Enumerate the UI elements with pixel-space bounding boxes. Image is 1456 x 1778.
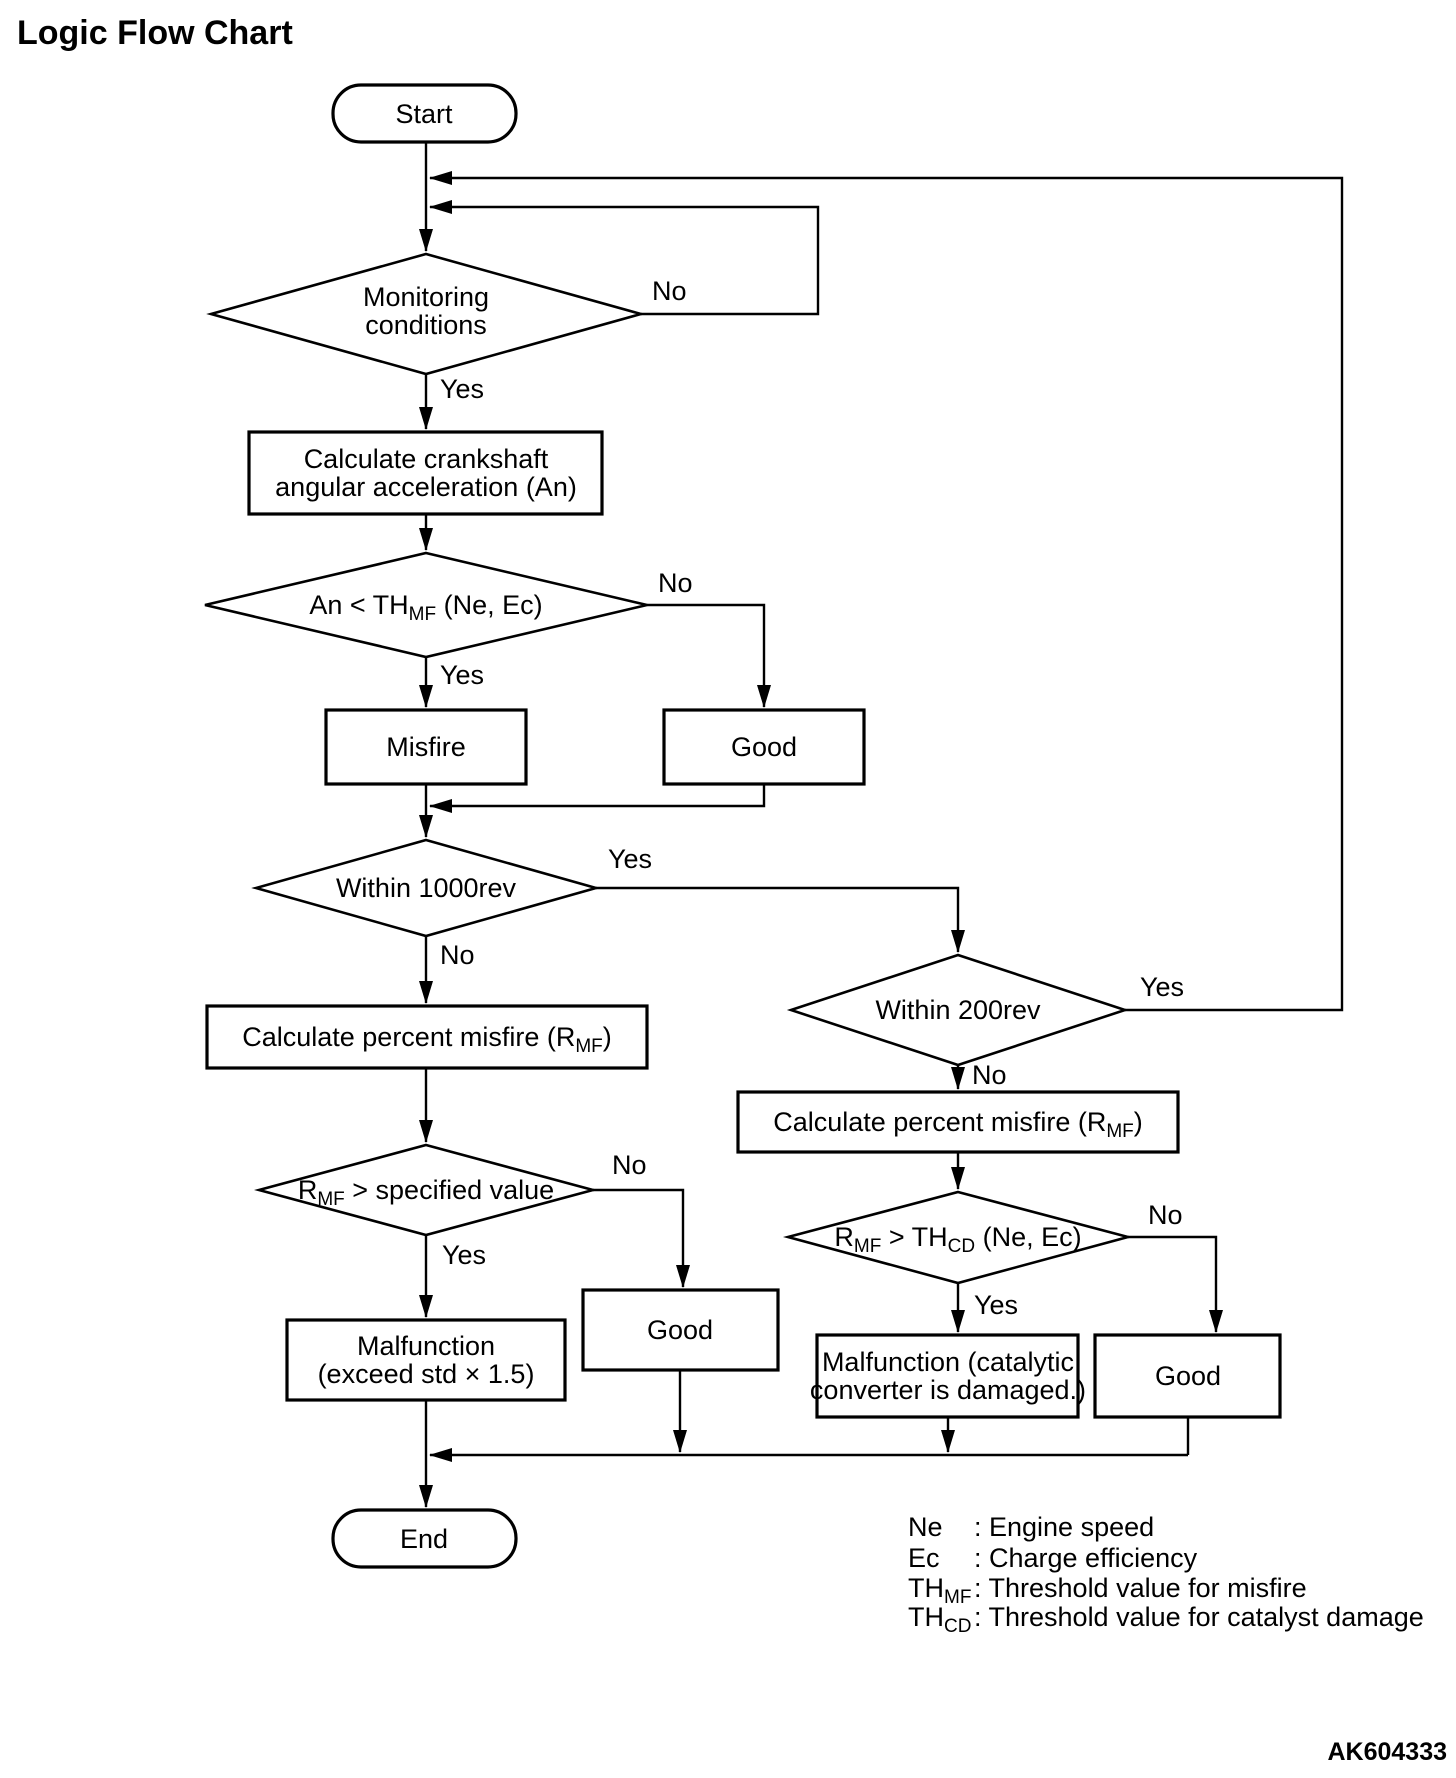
good1-process: [662, 708, 866, 786]
legend-row-thmf: THMF: Threshold value for misfire: [908, 1573, 1307, 1608]
rmf-thcd-sub1: MF: [854, 1236, 881, 1257]
an-threshold-decision: [204, 551, 648, 659]
page-title: Logic Flow Chart: [17, 14, 293, 52]
good3-process: [1093, 1333, 1282, 1419]
calc-crankshaft-line2: angular acceleration (An): [275, 472, 577, 502]
edge-loop-within200-yes: [429, 171, 1344, 1012]
edge-rmf-specified-no: [593, 1188, 690, 1288]
legend-row-ne: Ne : Engine speed: [908, 1512, 1154, 1542]
calc-rmf-right-post: ): [1134, 1107, 1143, 1137]
within-200rev-label: Within 200rev: [875, 995, 1041, 1025]
good3-label: Good: [1155, 1361, 1221, 1391]
label-an-threshold-yes: Yes: [440, 660, 484, 690]
label-rmf-thcd-no: No: [1148, 1200, 1183, 1230]
an-threshold-label: An < THMF (Ne, Ec): [309, 590, 542, 625]
rmf-thcd-decision: [782, 1190, 1134, 1285]
rmf-specified-sub: MF: [317, 1189, 344, 1210]
end-terminator: [331, 1508, 518, 1569]
label-within200-no: No: [972, 1060, 1007, 1090]
legend-desc-ne: : Engine speed: [974, 1512, 1154, 1542]
calc-rmf-left-pre: Calculate percent misfire (R: [242, 1022, 575, 1052]
misfire-label: Misfire: [386, 732, 466, 762]
label-monitoring-no: No: [652, 276, 687, 306]
legend-sub-thcd: CD: [944, 1616, 971, 1637]
calc-rmf-left-sub: MF: [575, 1036, 602, 1057]
label-an-threshold-no: No: [658, 568, 693, 598]
an-threshold-pre: An < TH: [309, 590, 408, 620]
legend-row-thcd: THCD: Threshold value for catalyst damag…: [908, 1602, 1424, 1637]
monitoring-label-line1: Monitoring: [363, 282, 489, 312]
monitoring-conditions-decision: [206, 252, 646, 376]
monitoring-label-line2: conditions: [365, 310, 487, 340]
edge-an-threshold-no: [647, 603, 771, 708]
calc-rmf-right-process: [736, 1090, 1180, 1154]
an-threshold-post: (Ne, Ec): [436, 590, 543, 620]
label-within1000-yes: Yes: [608, 844, 652, 874]
calc-rmf-left-label: Calculate percent misfire (RMF): [242, 1022, 612, 1057]
malfunction-exceed-line2: (exceed std × 1.5): [318, 1359, 535, 1389]
legend-term-thmf: TH: [908, 1573, 944, 1603]
rmf-thcd-pre: R: [834, 1222, 854, 1252]
legend-desc-ec: : Charge efficiency: [974, 1543, 1198, 1573]
rmf-thcd-mid: > TH: [881, 1222, 947, 1252]
an-threshold-sub: MF: [409, 604, 436, 625]
legend-term-ec: Ec: [908, 1543, 940, 1573]
calc-crankshaft-process: [247, 430, 604, 516]
within-1000rev-decision: [251, 838, 601, 938]
malfunction-exceed-line1: Malfunction: [357, 1331, 495, 1361]
calc-crankshaft-line1: Calculate crankshaft: [304, 444, 549, 474]
figure-code: AK604333: [1327, 1738, 1447, 1766]
misfire-process: [324, 708, 528, 786]
edge-within1000-yes: [596, 886, 965, 953]
calc-rmf-right-pre: Calculate percent misfire (R: [773, 1107, 1106, 1137]
edge-rmf-thcd-no: [1128, 1235, 1223, 1333]
malfunction-catalyst-process: [815, 1333, 1080, 1419]
good2-label: Good: [647, 1315, 713, 1345]
rmf-thcd-label: RMF > THCD (Ne, Ec): [834, 1222, 1081, 1257]
label-rmf-thcd-yes: Yes: [974, 1290, 1018, 1320]
legend-desc-thmf: : Threshold value for misfire: [974, 1573, 1307, 1603]
edge-loop-monitoring-no: [429, 200, 820, 316]
rmf-thcd-sub2: CD: [948, 1236, 975, 1257]
within-200rev-decision: [786, 953, 1130, 1067]
rmf-specified-post: > specified value: [345, 1175, 554, 1205]
calc-rmf-left-post: ): [603, 1022, 612, 1052]
legend-term-thcd: TH: [908, 1602, 944, 1632]
malfunction-exceed-process: [285, 1318, 567, 1402]
legend-term-ne: Ne: [908, 1512, 943, 1542]
rmf-specified-pre: R: [298, 1175, 318, 1205]
end-label: End: [400, 1524, 448, 1554]
rmf-thcd-post: (Ne, Ec): [975, 1222, 1082, 1252]
legend-desc-thcd: : Threshold value for catalyst damage: [974, 1602, 1424, 1632]
edge-good1-merge: [429, 784, 766, 813]
legend: Ne : Engine speed Ec : Charge efficiency T…: [908, 1512, 1424, 1637]
label-within1000-no: No: [440, 940, 475, 970]
within-1000rev-label: Within 1000rev: [336, 873, 517, 903]
label-within200-yes: Yes: [1140, 972, 1184, 1002]
calc-rmf-right-label: Calculate percent misfire (RMF): [773, 1107, 1143, 1142]
calc-rmf-right-sub: MF: [1106, 1121, 1133, 1142]
malfunction-catalyst-line2: converter is damaged.): [810, 1375, 1086, 1405]
good1-label: Good: [731, 732, 797, 762]
start-terminator: [331, 83, 518, 144]
rmf-specified-label: RMF > specified value: [298, 1175, 554, 1210]
calc-rmf-left-process: [205, 1004, 649, 1070]
label-rmf-specified-yes: Yes: [442, 1240, 486, 1270]
label-rmf-specified-no: No: [612, 1150, 647, 1180]
good2-process: [581, 1288, 780, 1372]
legend-row-ec: Ec : Charge efficiency: [908, 1543, 1198, 1573]
legend-sub-thmf: MF: [944, 1587, 971, 1608]
label-monitoring-yes: Yes: [440, 374, 484, 404]
start-label: Start: [395, 99, 453, 129]
rmf-specified-decision: [254, 1143, 598, 1237]
malfunction-catalyst-line1: Malfunction (catalytic: [822, 1347, 1074, 1377]
